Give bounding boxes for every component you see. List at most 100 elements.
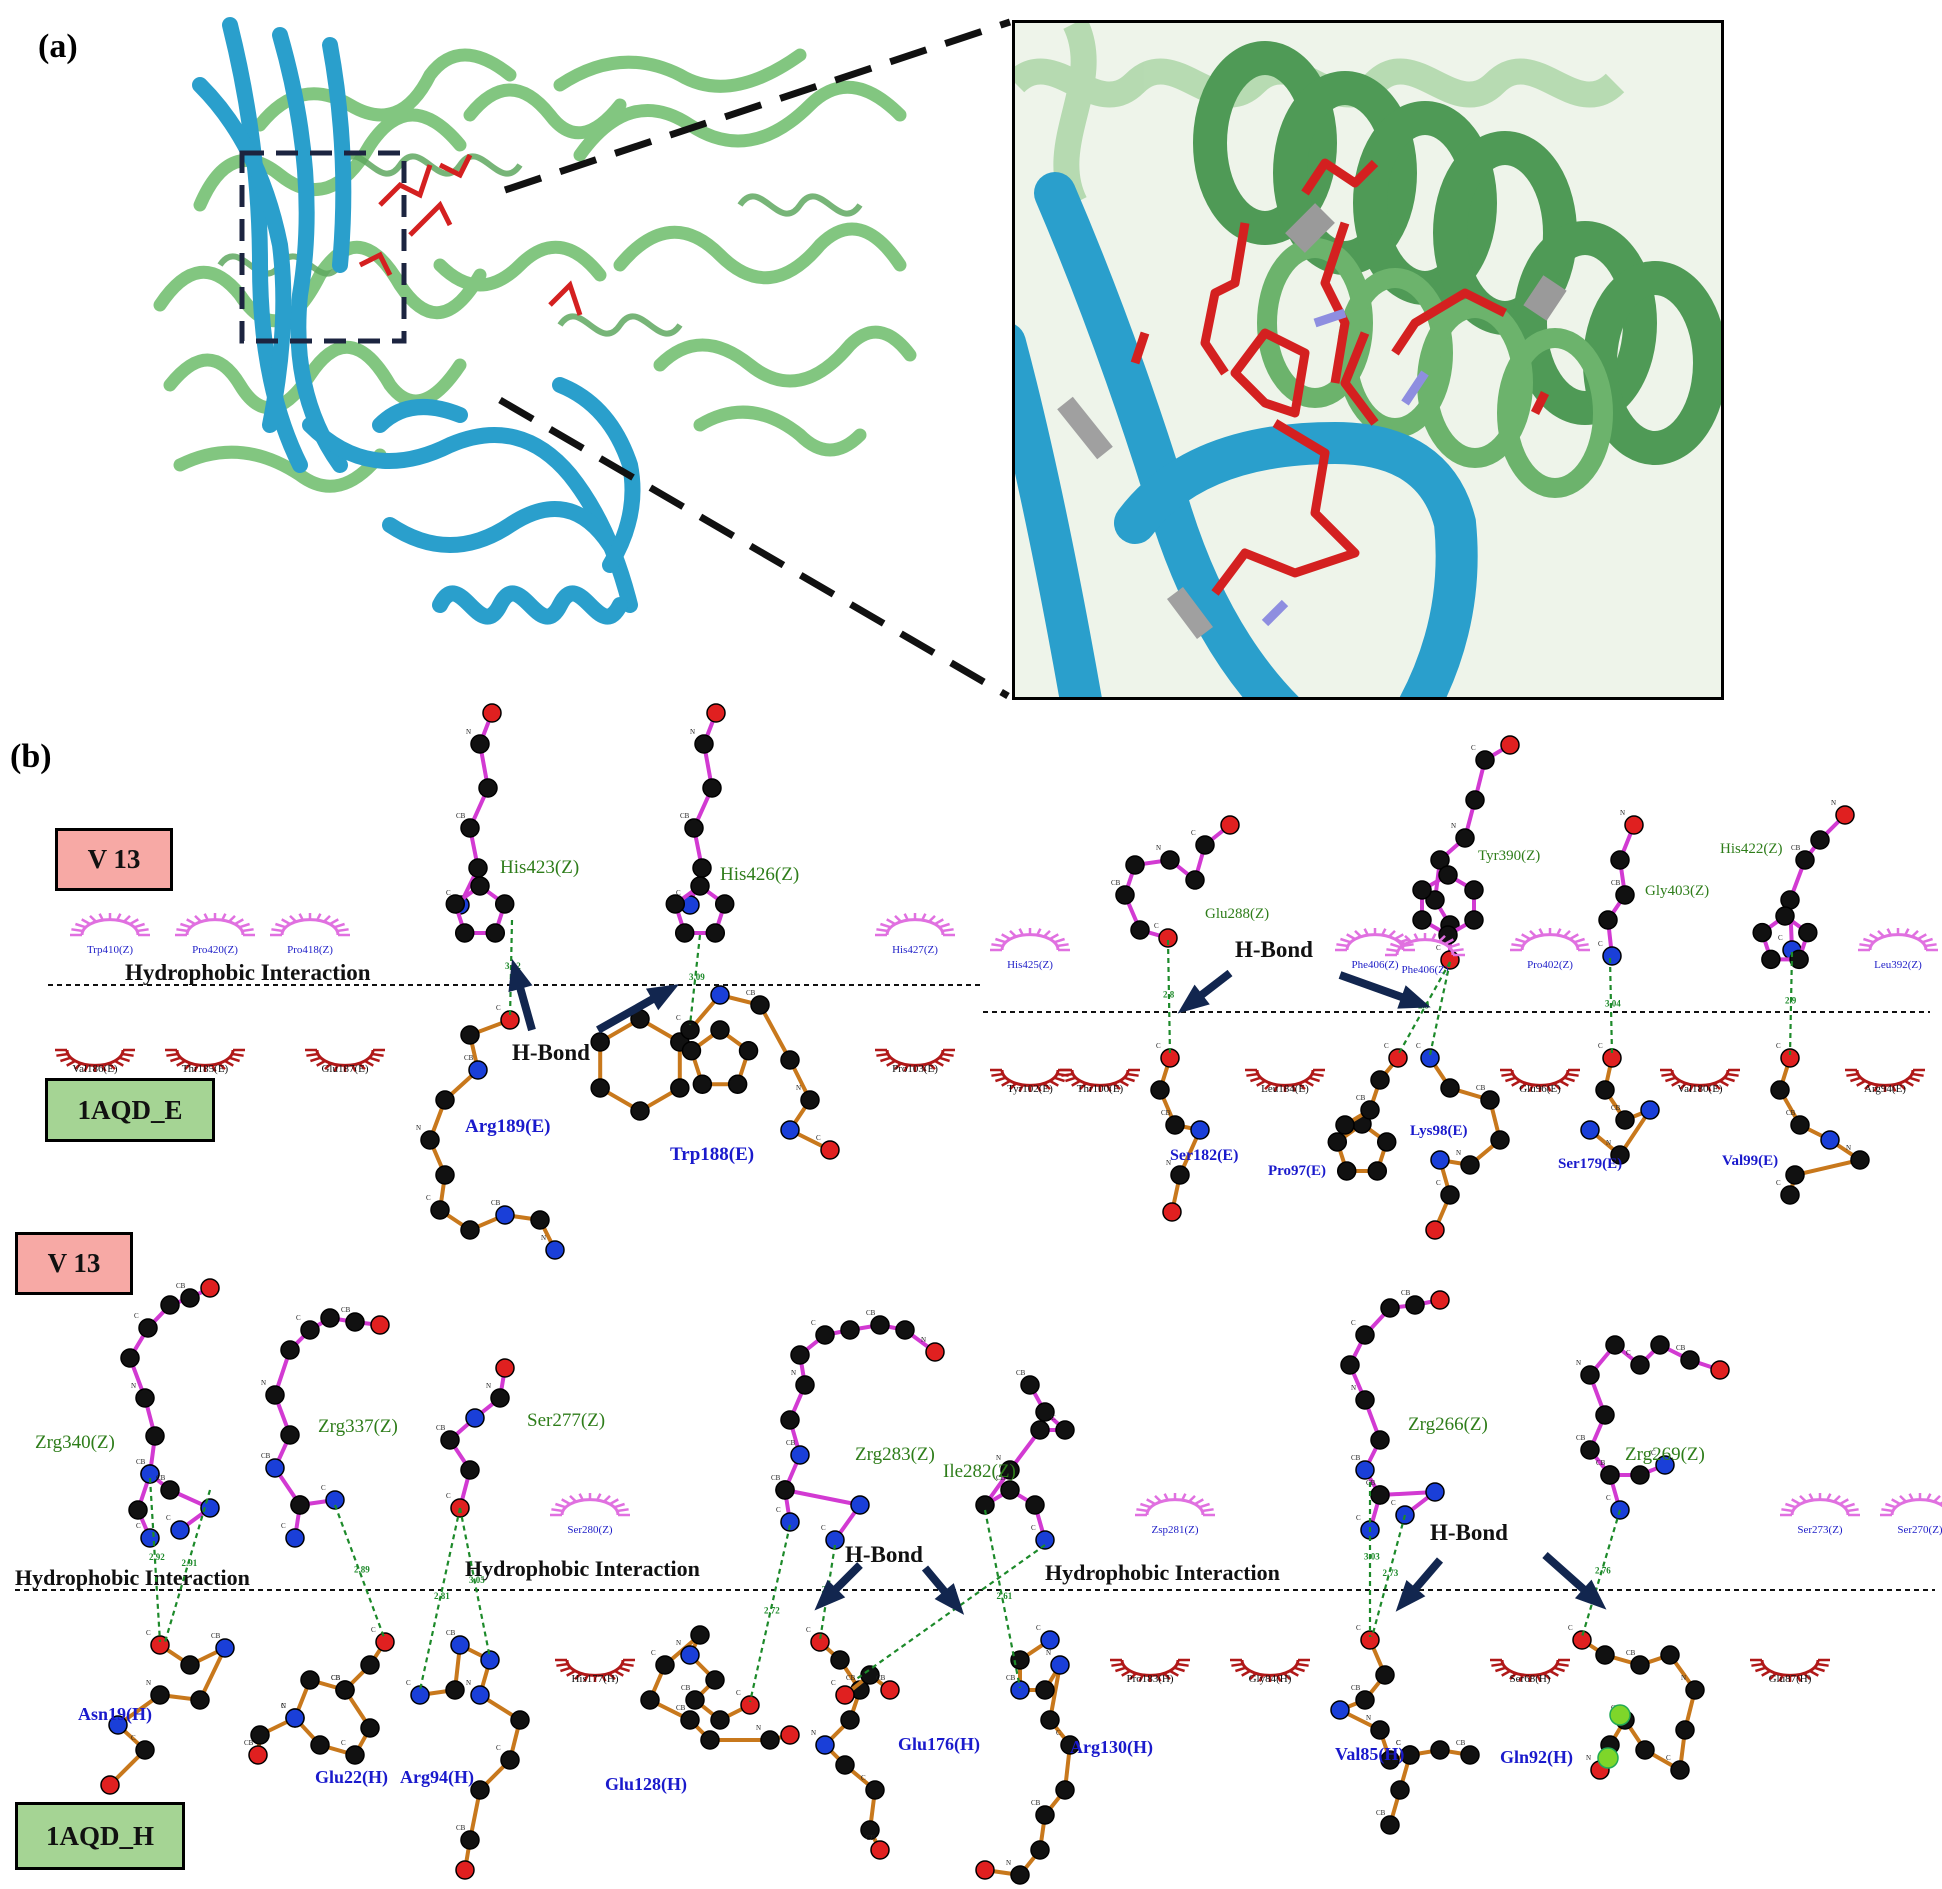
ser277-atom [465, 1408, 485, 1428]
arg130-atom [1050, 1655, 1070, 1675]
zrg337-atom [345, 1312, 365, 1332]
tyr390-ring-atom [1464, 910, 1484, 930]
hydrophobic-residue-label: Thr100(E) [1077, 1083, 1124, 1095]
atom-label: N [1156, 844, 1161, 852]
val99-atom [1820, 1130, 1840, 1150]
zrg340b-bonds [148, 1472, 214, 1532]
zrg266-atom [1430, 1290, 1450, 1310]
glu176-atom [815, 1735, 835, 1755]
zrg266-atom [1340, 1355, 1360, 1375]
his422-atom [1795, 850, 1815, 870]
atom-label: N [1351, 1384, 1356, 1392]
zrg269-atom [1650, 1335, 1670, 1355]
zoom-inset-render [1015, 23, 1721, 697]
zrg340-atom [160, 1295, 180, 1315]
receptor-residue-label: Glu22(H) [315, 1767, 388, 1788]
ligand-residue-label: Ile282(Z) [943, 1461, 1016, 1482]
atom-label: N [1606, 1139, 1611, 1147]
asn19-atom [108, 1715, 128, 1735]
ile282-atom [1020, 1375, 1040, 1395]
hydrophobic-residue-label: Trp410(Z) [87, 944, 133, 956]
hbond-distance: 3.05 [469, 1575, 485, 1585]
lys98-atom [1430, 1150, 1450, 1170]
gln92-atom [1595, 1645, 1615, 1665]
zrg266-atom [1355, 1325, 1375, 1345]
zrg283-atom [790, 1445, 810, 1465]
atom-label: CB [261, 1452, 271, 1460]
receptor-hydrophobic-contact [55, 1048, 135, 1072]
asn19-atom [135, 1740, 155, 1760]
hydrophobic-arc [1110, 1658, 1190, 1682]
hydrophobic-residue-label: Val186(E) [72, 1063, 118, 1075]
atom-label: N [1846, 1144, 1851, 1152]
ligand-hydrophobic-contact [1880, 1493, 1942, 1517]
hydrophobic-arc [1245, 1068, 1325, 1092]
arg189-atom [430, 1200, 450, 1220]
trp188-atom [680, 1020, 700, 1040]
glu22-atom [360, 1718, 380, 1738]
atom-label: CB [1376, 1809, 1386, 1817]
glu128-atom [705, 1670, 725, 1690]
zrg266-atom [1405, 1295, 1425, 1315]
arg130-atom [1040, 1710, 1060, 1730]
his426-ring-atom [674, 923, 695, 943]
selection-box [239, 150, 407, 344]
glu176-atom [830, 1650, 850, 1670]
zrg283-atom [815, 1325, 835, 1345]
atom-label: N [921, 1336, 926, 1344]
val99-atom [1780, 1185, 1800, 1205]
trp188-atom [780, 1050, 800, 1070]
trp188-ring-atom [670, 1078, 690, 1098]
hbond-distance: 2.8 [1163, 990, 1175, 1000]
atom-label: C [1666, 1754, 1671, 1762]
receptor-tag-bottom: 1AQD_H [15, 1802, 185, 1870]
ligand-hydrophobic-contact [1780, 1493, 1860, 1517]
pro97-ring-atom [1336, 1161, 1357, 1181]
hydrogen-bond [1370, 1514, 1407, 1638]
ile282-atom [1035, 1530, 1055, 1550]
atom-label: CB [244, 1739, 254, 1747]
zrg340-atom [145, 1426, 165, 1446]
ligand-residue-label: His423(Z) [500, 857, 579, 878]
atom-label: C [1776, 1042, 1781, 1050]
receptor-hydrophobic-contact [305, 1048, 385, 1072]
atom-label: CB [1161, 1109, 1171, 1117]
gln92-atom [1670, 1760, 1690, 1780]
hydrogen-bond [748, 1524, 792, 1703]
atom-label: C [1568, 1624, 1573, 1632]
val85b-atom [1460, 1745, 1480, 1765]
arg189-atom [468, 1060, 488, 1080]
hbond-arrow-head [1395, 1580, 1426, 1612]
atom-label: C [861, 1774, 866, 1782]
atom-label: C [321, 1484, 326, 1492]
atom-label: N [1586, 1754, 1591, 1762]
zrg337b-atom [290, 1495, 310, 1515]
atom-label: N [1366, 1714, 1371, 1722]
hydrophobic-arc-base [1520, 933, 1580, 951]
atom-label: CB [786, 1439, 796, 1447]
arg130-atom [1060, 1735, 1080, 1755]
receptor-residue-label: Val99(E) [1722, 1153, 1778, 1169]
asn19-atom [150, 1685, 170, 1705]
arg130-atom [1055, 1780, 1075, 1800]
lys98-atom [1440, 1078, 1460, 1098]
zrg340-atom [180, 1288, 200, 1308]
hbond-arrow-head [934, 1583, 965, 1615]
atom-label: C [816, 1134, 821, 1142]
hbond-label: H-Bond [512, 1040, 590, 1065]
hydrophobic-residue-label: Tyr102(E) [1007, 1083, 1053, 1095]
atom-label: C [1154, 922, 1159, 930]
trp188-ring-bonds [598, 1016, 682, 1114]
atom-label: CB [1111, 879, 1121, 887]
glu288-atom [1125, 855, 1145, 875]
arg130-atom [975, 1860, 995, 1880]
atom-label: CB [996, 1474, 1006, 1482]
glu176b-atom [880, 1680, 900, 1700]
arg189-atom [495, 1205, 515, 1225]
panel-a-label: (a) [38, 28, 78, 65]
hydrophobic-residue-label: Arg94(E) [1864, 1083, 1906, 1095]
hydrophobic-arc [1060, 1068, 1140, 1092]
val85b-atom [1400, 1745, 1420, 1765]
atom-label: N [756, 1724, 761, 1732]
hydrogen-bond [148, 1477, 162, 1643]
